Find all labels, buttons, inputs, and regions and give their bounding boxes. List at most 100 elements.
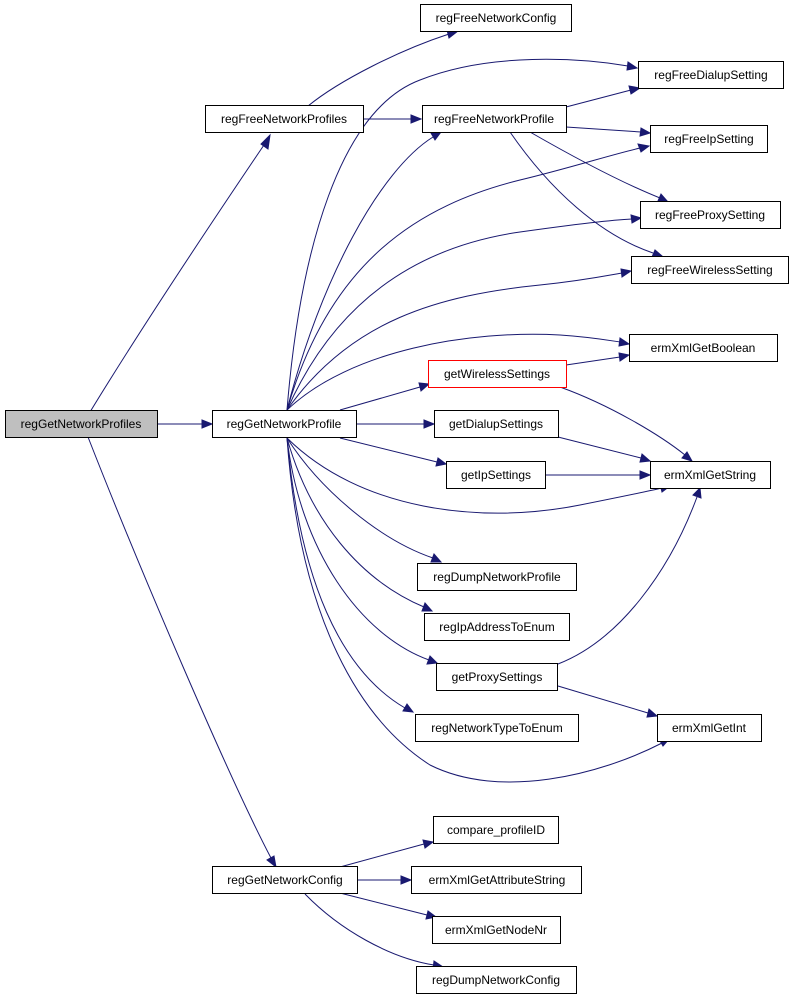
arrowhead xyxy=(630,214,643,224)
edge-regGetNetworkProfiles-regGetNetworkConfig xyxy=(87,436,272,859)
node-label: regNetworkTypeToEnum xyxy=(431,721,562,735)
node-regDumpNetworkConfig[interactable]: regDumpNetworkConfig xyxy=(416,966,577,994)
arrowhead xyxy=(657,193,670,203)
edge-getWirelessSettings-ermXmlGetString xyxy=(559,386,686,456)
node-label: regFreeIpSetting xyxy=(664,132,753,146)
node-label: regFreeWirelessSetting xyxy=(647,263,772,277)
node-label: regDumpNetworkProfile xyxy=(433,570,561,584)
node-regFreeDialupSetting[interactable]: regFreeDialupSetting xyxy=(638,61,784,89)
arrowhead xyxy=(646,708,659,718)
edge-regGetNetworkProfile-regFreeIpSetting xyxy=(286,147,641,411)
node-label: regDumpNetworkConfig xyxy=(432,973,560,987)
node-getProxySettings[interactable]: getProxySettings xyxy=(436,663,558,691)
arrowhead xyxy=(423,419,436,429)
edge-regGetNetworkProfile-getProxySettings xyxy=(286,437,430,661)
node-regGetNetworkProfiles[interactable]: regGetNetworkProfiles xyxy=(5,410,158,438)
edge-regFreeNetworkProfile-regFreeProxySetting xyxy=(529,131,661,199)
arrowhead xyxy=(639,453,652,463)
arrowhead xyxy=(422,839,435,849)
nodes: regGetNetworkProfiles regFreeNetworkProf… xyxy=(5,4,789,994)
edge-regGetNetworkProfile-ermXmlGetInt xyxy=(286,437,663,783)
edge-getProxySettings-ermXmlGetString xyxy=(557,496,698,665)
arrowhead xyxy=(639,127,652,137)
node-regFreeNetworkConfig[interactable]: regFreeNetworkConfig xyxy=(420,4,572,32)
node-label: ermXmlGetNodeNr xyxy=(445,923,547,937)
edge-getWirelessSettings-ermXmlGetBoolean xyxy=(565,356,621,366)
edge-regGetNetworkConfig-compare_profileID xyxy=(339,843,425,868)
node-getIpSettings[interactable]: getIpSettings xyxy=(446,461,546,489)
node-label: regFreeProxySetting xyxy=(655,208,765,222)
node-label: getDialupSettings xyxy=(449,417,543,431)
node-getWirelessSettings[interactable]: getWirelessSettings xyxy=(428,360,567,388)
node-ermXmlGetString[interactable]: ermXmlGetString xyxy=(650,461,771,489)
edge-regGetNetworkProfile-regNetworkTypeToEnum xyxy=(286,437,406,709)
node-label: getIpSettings xyxy=(461,468,531,482)
edge-regFreeNetworkProfile-regFreeWirelessSetting xyxy=(509,131,654,254)
node-label: ermXmlGetInt xyxy=(672,721,747,735)
node-ermXmlGetInt[interactable]: ermXmlGetInt xyxy=(657,714,762,742)
node-label: getWirelessSettings xyxy=(444,367,550,381)
arrowhead xyxy=(421,602,434,612)
arrowhead xyxy=(266,855,277,869)
node-ermXmlGetNodeNr[interactable]: ermXmlGetNodeNr xyxy=(432,916,561,944)
arrowhead xyxy=(260,133,271,150)
arrowhead xyxy=(430,131,443,141)
edge-regFreeNetworkProfiles-regFreeNetworkConfig xyxy=(307,33,450,107)
node-ermXmlGetBoolean[interactable]: ermXmlGetBoolean xyxy=(629,334,778,362)
node-regGetNetworkConfig[interactable]: regGetNetworkConfig xyxy=(212,866,358,894)
node-label: ermXmlGetString xyxy=(664,468,756,482)
arrowhead xyxy=(418,382,431,392)
node-regIpAddressToEnum[interactable]: regIpAddressToEnum xyxy=(424,613,570,641)
edge-regGetNetworkProfile-ermXmlGetBoolean xyxy=(286,333,621,411)
edges xyxy=(87,29,702,970)
node-label: regFreeDialupSetting xyxy=(654,68,767,82)
node-regFreeNetworkProfile[interactable]: regFreeNetworkProfile xyxy=(422,105,567,133)
edge-regGetNetworkConfig-regDumpNetworkConfig xyxy=(304,893,435,966)
edge-regFreeNetworkProfile-regFreeDialupSetting xyxy=(565,89,632,108)
node-label: getProxySettings xyxy=(452,670,543,684)
node-compare_profileID[interactable]: compare_profileID xyxy=(433,816,559,844)
arrowhead xyxy=(620,268,633,278)
node-label: regGetNetworkProfiles xyxy=(21,417,142,431)
node-regFreeNetworkProfiles[interactable]: regFreeNetworkProfiles xyxy=(205,105,364,133)
edge-regGetNetworkProfile-regFreeNetworkProfile xyxy=(286,136,434,411)
edge-getProxySettings-ermXmlGetInt xyxy=(557,685,649,714)
arrowhead xyxy=(626,61,639,71)
node-regNetworkTypeToEnum[interactable]: regNetworkTypeToEnum xyxy=(415,714,579,742)
node-label: regFreeNetworkProfile xyxy=(434,112,554,126)
arrowhead xyxy=(410,114,423,124)
node-regFreeIpSetting[interactable]: regFreeIpSetting xyxy=(650,125,768,153)
edge-regGetNetworkProfiles-regFreeNetworkProfiles xyxy=(89,141,267,413)
arrowhead xyxy=(692,486,702,499)
arrowhead xyxy=(430,553,443,563)
node-label: regIpAddressToEnum xyxy=(439,620,554,634)
arrowhead xyxy=(402,703,415,713)
edge-regGetNetworkConfig-ermXmlGetNodeNr xyxy=(339,892,428,916)
arrowhead xyxy=(618,352,631,362)
node-label: ermXmlGetAttributeString xyxy=(429,873,566,887)
edge-regGetNetworkProfile-regIpAddressToEnum xyxy=(286,437,425,608)
edge-regGetNetworkProfile-regFreeDialupSetting xyxy=(286,58,629,411)
arrowhead xyxy=(618,337,631,347)
arrowhead xyxy=(651,249,664,258)
node-regFreeProxySetting[interactable]: regFreeProxySetting xyxy=(640,201,781,229)
arrowhead xyxy=(201,419,214,429)
node-label: regFreeNetworkProfiles xyxy=(221,112,347,126)
arrowhead xyxy=(637,143,651,153)
arrowhead xyxy=(435,457,448,467)
edge-regGetNetworkProfile-getWirelessSettings xyxy=(339,386,421,411)
node-regFreeWirelessSetting[interactable]: regFreeWirelessSetting xyxy=(631,256,789,284)
node-getDialupSettings[interactable]: getDialupSettings xyxy=(434,410,559,438)
arrowhead xyxy=(639,470,652,480)
arrowhead xyxy=(426,655,439,665)
edge-regGetNetworkProfile-ermXmlGetString xyxy=(286,437,663,514)
edge-regFreeNetworkProfile-regFreeIpSetting xyxy=(565,126,642,133)
node-regGetNetworkProfile[interactable]: regGetNetworkProfile xyxy=(212,410,357,438)
node-label: regGetNetworkProfile xyxy=(227,417,342,431)
node-label: compare_profileID xyxy=(447,823,545,837)
node-regDumpNetworkProfile[interactable]: regDumpNetworkProfile xyxy=(417,563,577,591)
arrowhead xyxy=(681,451,694,462)
node-ermXmlGetAttributeString[interactable]: ermXmlGetAttributeString xyxy=(411,866,582,894)
node-label: ermXmlGetBoolean xyxy=(651,341,756,355)
